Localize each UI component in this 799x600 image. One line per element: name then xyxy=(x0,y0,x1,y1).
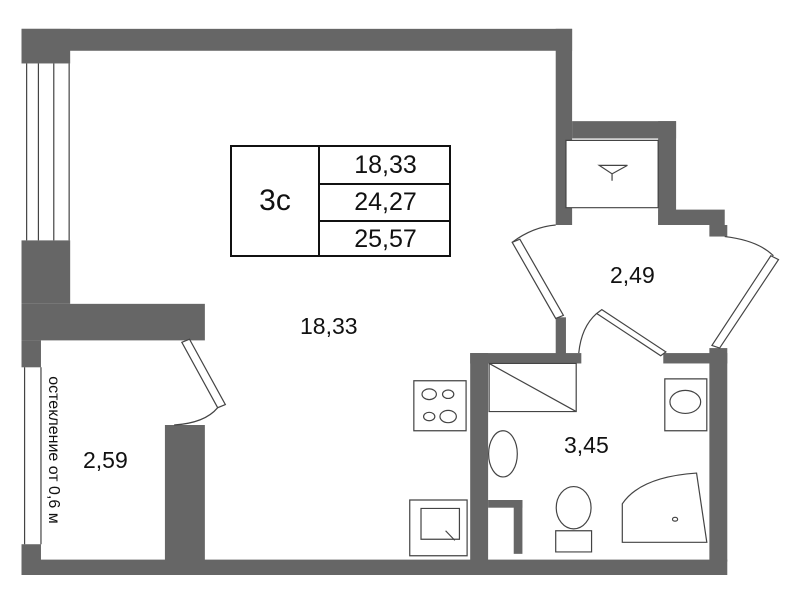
living-area-value: 18,33 xyxy=(320,147,451,185)
walls xyxy=(21,28,728,575)
room-area-living: 18,33 xyxy=(300,313,358,339)
window-frame xyxy=(25,63,70,544)
apartment-area-table: 3с 18,33 24,27 25,57 xyxy=(230,145,451,257)
room-area-bathroom: 3,45 xyxy=(564,432,609,458)
doors xyxy=(174,225,778,425)
room-area-hallway: 2,49 xyxy=(610,262,655,288)
apartment-type-code: 3с xyxy=(232,147,320,255)
total-area-with-balcony-value: 25,57 xyxy=(354,224,417,253)
fixtures xyxy=(410,140,707,555)
glazing-note: остекление от 0,6 м xyxy=(45,376,62,524)
total-area-value: 24,27 xyxy=(320,184,451,222)
room-area-balcony: 2,59 xyxy=(83,447,128,473)
